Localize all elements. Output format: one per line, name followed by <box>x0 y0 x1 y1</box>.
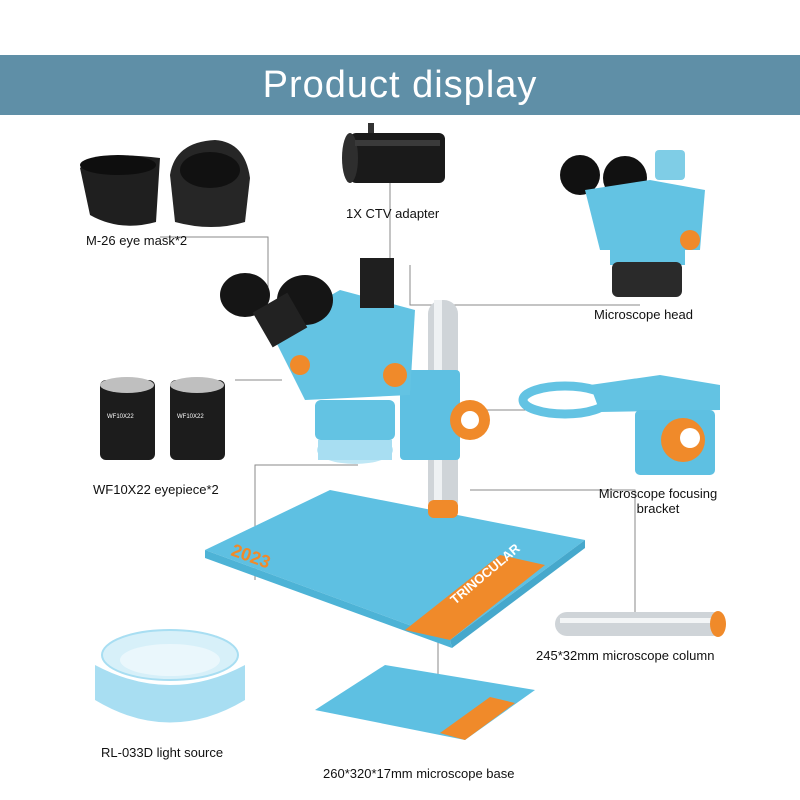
microscope-head-image <box>560 150 705 297</box>
label-focusing-bracket-line2: bracket <box>636 501 680 516</box>
callout-line-eye-mask <box>160 236 269 300</box>
header-banner: Product display <box>0 55 800 115</box>
light-source-image <box>95 629 245 723</box>
column-image <box>555 611 726 637</box>
base-image <box>315 665 535 740</box>
label-eyepiece: WF10X22 eyepiece*2 <box>93 482 219 497</box>
eye-mask-image <box>80 140 250 227</box>
callout-line-head <box>409 265 640 306</box>
eyepiece-marking-right: WF10X22 <box>177 414 204 420</box>
label-microscope-head: Microscope head <box>594 307 693 322</box>
focusing-bracket-image <box>518 375 720 475</box>
label-focusing-bracket: Microscope focusing bracket <box>588 486 728 516</box>
eyepiece-image: WF10X22 WF10X22 <box>100 377 225 460</box>
ctv-adapter-image <box>342 123 445 183</box>
page-title: Product display <box>262 63 538 106</box>
label-base: 260*320*17mm microscope base <box>323 766 515 781</box>
label-focusing-bracket-line1: Microscope focusing <box>598 486 718 501</box>
eyepiece-marking-left: WF10X22 <box>107 414 134 420</box>
main-microscope-image: 2023 TRINOCULAR <box>205 258 585 648</box>
label-eye-mask: M-26 eye mask*2 <box>86 233 188 248</box>
callout-line-column <box>470 489 636 620</box>
label-light-source: RL-033D light source <box>101 745 224 760</box>
label-column: 245*32mm microscope column <box>536 648 715 663</box>
label-ctv-adapter: 1X CTV adapter <box>346 206 440 221</box>
